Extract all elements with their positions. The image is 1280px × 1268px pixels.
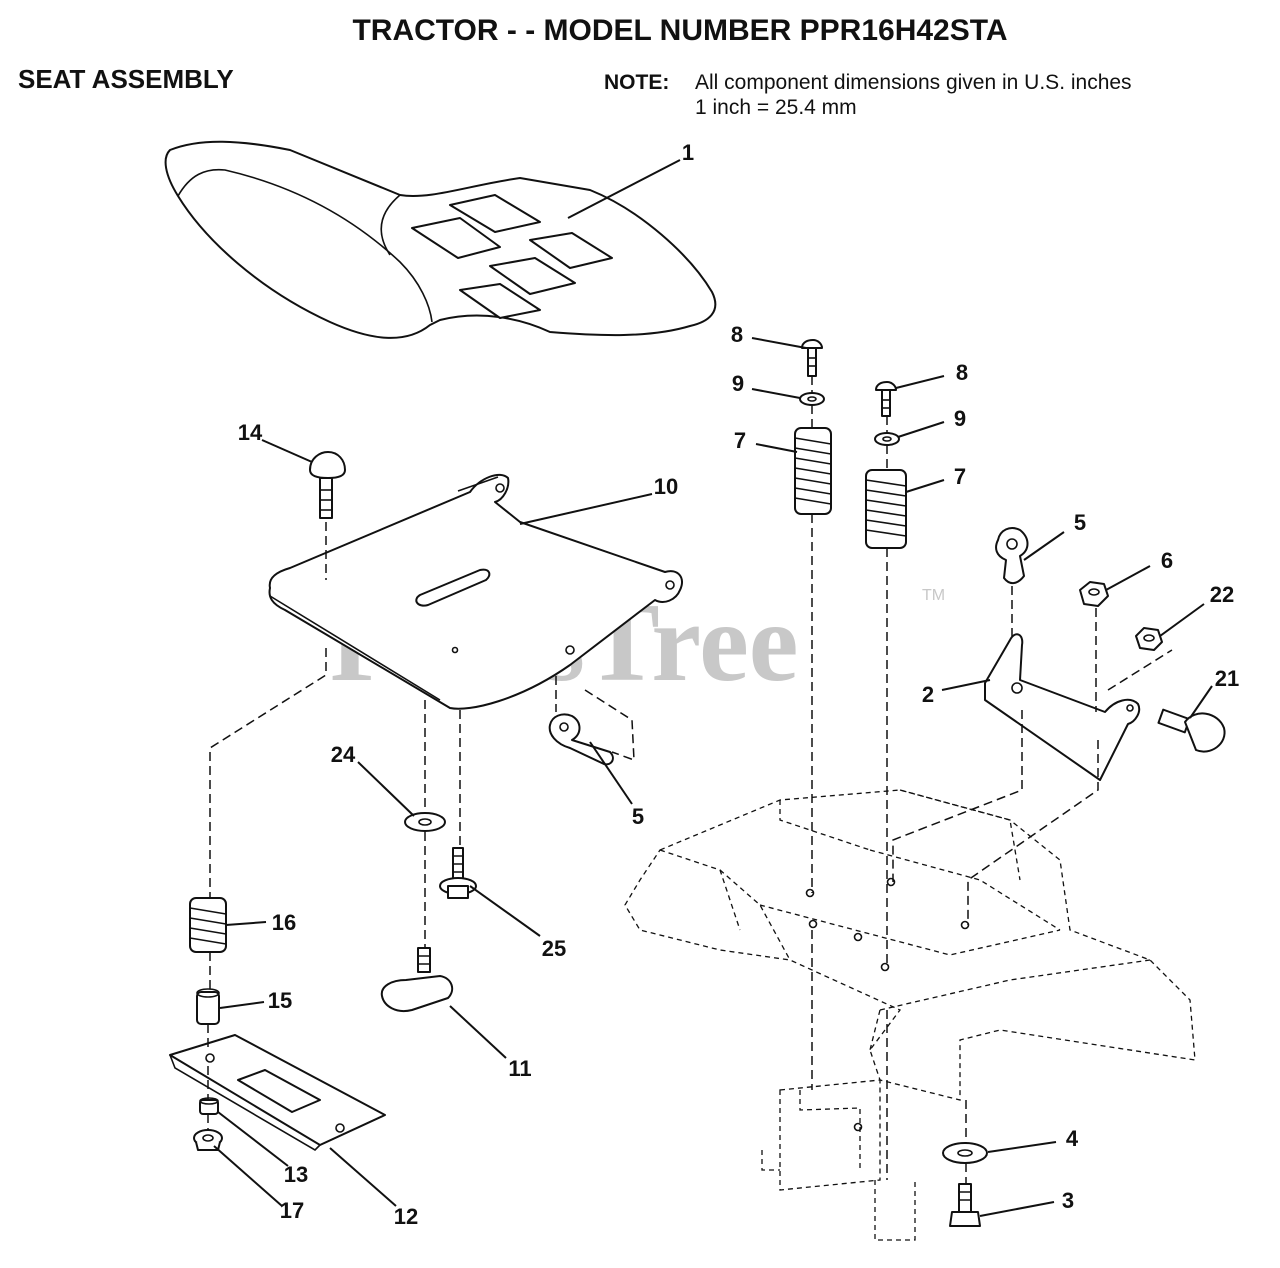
- callout-11: 11: [508, 1056, 531, 1081]
- part-bolt-8-right: [875, 381, 897, 417]
- note-label: NOTE:: [604, 71, 669, 94]
- part-washer-9-left: [799, 392, 825, 406]
- callout-12: 12: [394, 1204, 418, 1229]
- callout-4: 4: [1066, 1126, 1079, 1151]
- part-seat-pan: [268, 473, 684, 710]
- callout-16: 16: [272, 910, 296, 935]
- part-washer-4: [942, 1142, 988, 1164]
- callout-22: 22: [1210, 582, 1234, 607]
- part-nut-17: [193, 1129, 223, 1151]
- part-slide-plate-12: [169, 1034, 386, 1152]
- callout-25: 25: [542, 936, 566, 961]
- part-clip-5-lower: [548, 713, 614, 766]
- part-bolt-3: [949, 1183, 981, 1227]
- callout-8-left: 8: [731, 322, 743, 347]
- note-line-2: 1 inch = 25.4 mm: [695, 96, 857, 119]
- part-washer-24: [404, 812, 446, 832]
- part-clip-5-upper: [995, 527, 1029, 584]
- part-flange-bolt-25: [439, 847, 477, 899]
- callout-labels: 1 8 9 7 8 9 7 14 10 5 6 22 21 2 5 24 16 …: [238, 140, 1239, 1229]
- part-knob-11: [380, 947, 454, 1012]
- callout-5-lower: 5: [632, 804, 644, 829]
- callout-10: 10: [654, 474, 678, 499]
- callout-2: 2: [922, 682, 934, 707]
- callout-1: 1: [682, 140, 694, 165]
- part-shoulder-bolt-21: [1157, 708, 1226, 753]
- part-nut-13: [199, 1097, 219, 1115]
- callout-15: 15: [268, 988, 292, 1013]
- callout-7-right: 7: [954, 464, 966, 489]
- callout-5-upper: 5: [1074, 510, 1086, 535]
- callout-9-left: 9: [732, 371, 744, 396]
- callout-3: 3: [1062, 1188, 1074, 1213]
- callout-21: 21: [1215, 666, 1239, 691]
- callout-14: 14: [238, 420, 263, 445]
- assembly-lines: [207, 376, 1173, 1184]
- part-spring-7-right: [865, 469, 907, 549]
- callout-8-right: 8: [956, 360, 968, 385]
- note-line-1: All component dimensions given in U.S. i…: [695, 71, 1132, 94]
- part-spacer-15: [196, 988, 220, 1025]
- tractor-frame-ghost: [624, 789, 1196, 1241]
- watermark-tm: TM: [922, 587, 945, 604]
- callout-7-left: 7: [734, 428, 746, 453]
- part-nut-6: [1079, 581, 1109, 607]
- page-title: TRACTOR - - MODEL NUMBER PPR16H42STA: [352, 14, 1007, 47]
- callout-17: 17: [280, 1198, 304, 1223]
- section-title: SEAT ASSEMBLY: [18, 64, 234, 94]
- part-spring-16: [189, 897, 227, 953]
- part-nut-22: [1135, 627, 1163, 651]
- part-bracket-2: [984, 633, 1141, 781]
- part-seat: [164, 140, 717, 339]
- part-spring-7-left: [794, 427, 832, 515]
- callout-24: 24: [331, 742, 356, 767]
- callout-9-right: 9: [954, 406, 966, 431]
- leader-lines: [213, 159, 1213, 1217]
- callout-6: 6: [1161, 548, 1173, 573]
- part-washer-9-right: [874, 432, 900, 446]
- part-carriage-bolt: [309, 451, 346, 519]
- callout-13: 13: [284, 1162, 308, 1187]
- part-bolt-8-left: [801, 339, 823, 377]
